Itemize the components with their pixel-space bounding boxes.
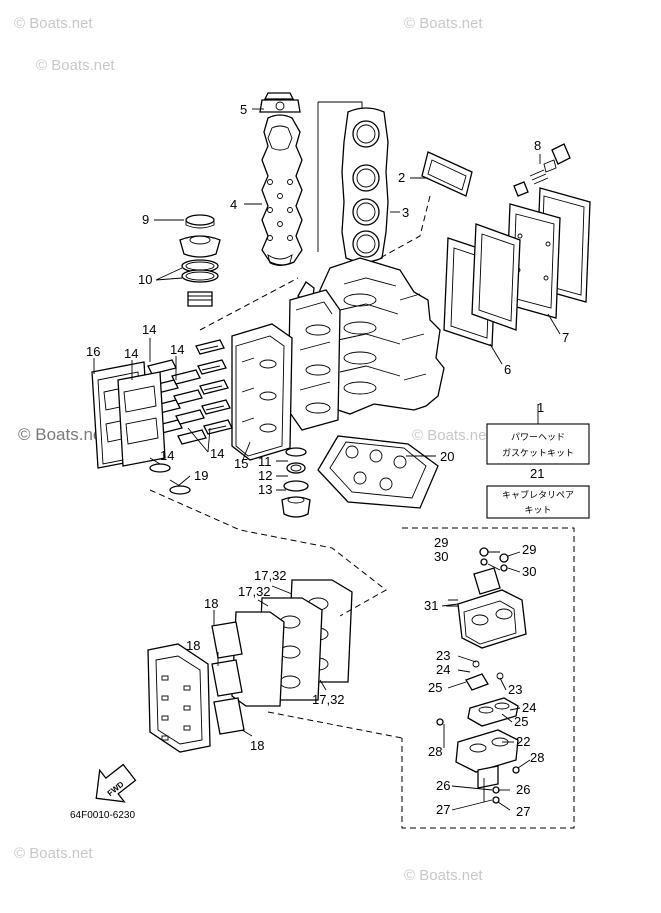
part-7-cover-plate (505, 187, 591, 319)
part-2-cover (421, 151, 473, 197)
callout-30-a: 30 (434, 549, 448, 564)
callout-25-b: 25 (514, 714, 528, 729)
callout-17-32-b: 17,32 (238, 584, 271, 599)
part-20-base-gasket (317, 435, 439, 509)
watermark-mid-right: © Boats.net (412, 427, 491, 444)
callout-17-32-c: 17,32 (312, 692, 345, 707)
part-14-reed-valves (147, 339, 233, 445)
callout-29-a: 29 (434, 535, 448, 550)
kit-21-line2: キット (524, 506, 551, 516)
callout-8: 8 (534, 138, 541, 153)
watermark-top-right: © Boats.net (404, 15, 483, 32)
watermark-upper-left: © Boats.net (36, 57, 115, 74)
part-15-crankcase (231, 323, 293, 461)
callout-10: 10 (138, 272, 152, 287)
callout-24-a: 24 (436, 662, 450, 677)
callout-26-b: 26 (516, 782, 530, 797)
kit-box-1: 1 パワーヘッド ガスケットキット (486, 400, 590, 465)
kit-21-line1: キャブレタリペア (502, 489, 574, 501)
part-17-32-carb-gaskets (231, 579, 353, 707)
callout-11: 11 (258, 454, 272, 469)
callout-28-b: 28 (530, 750, 544, 765)
callout-18-c: 18 (250, 738, 264, 753)
callout-6: 6 (504, 362, 511, 377)
callout-21: 21 (530, 466, 544, 481)
kit-1-line1: パワーヘッド (511, 432, 565, 443)
callout-12: 12 (258, 468, 272, 483)
callout-19: 19 (194, 468, 208, 483)
part-6-gasket-plate (443, 223, 521, 347)
callout-17-32-a: 17,32 (254, 568, 287, 583)
fwd-arrow: FWD (95, 763, 137, 803)
callout-31: 31 (424, 598, 438, 613)
callouts: 5 4 3 2 8 9 10 7 6 14 14 14 16 14 14 15 … (86, 102, 569, 819)
part-11-13-seals (281, 447, 311, 518)
watermark-bottom-right: © Boats.net (404, 867, 483, 884)
callout-27-b: 27 (516, 804, 530, 819)
leader-lines (93, 108, 561, 811)
callout-3: 3 (402, 205, 409, 220)
watermark-top-left: © Boats.net (14, 15, 93, 32)
callout-18-b: 18 (186, 638, 200, 653)
callout-4: 4 (230, 197, 237, 212)
callout-25-a: 25 (428, 680, 442, 695)
callout-26-a: 26 (436, 778, 450, 793)
watermarks: © Boats.net © Boats.net © Boats.net © Bo… (14, 15, 491, 884)
callout-9: 9 (142, 212, 149, 227)
callout-20: 20 (440, 449, 454, 464)
cylinder-block (287, 257, 445, 431)
part-9-10-bearing-assembly (179, 214, 221, 307)
part-19-fitting (149, 457, 191, 495)
callout-30-b: 30 (522, 564, 536, 579)
kit-box-21: 21 キャブレタリペア キット (486, 466, 590, 519)
callout-1: 1 (537, 400, 544, 415)
watermark-main: © Boats.net (18, 425, 107, 444)
watermark-bottom-left: © Boats.net (14, 845, 93, 862)
callout-2: 2 (398, 170, 405, 185)
callout-23-b: 23 (508, 682, 522, 697)
callout-24-b: 24 (522, 700, 536, 715)
callout-15: 15 (234, 456, 248, 471)
callout-22: 22 (516, 734, 530, 749)
callout-14-d: 14 (210, 446, 224, 461)
callout-13: 13 (258, 482, 272, 497)
callout-23-a: 23 (436, 648, 450, 663)
callout-14-b: 14 (124, 346, 138, 361)
callout-14-e: 14 (160, 448, 174, 463)
reference-lines (149, 101, 431, 739)
callout-5: 5 (240, 102, 247, 117)
callout-28-a: 28 (428, 744, 442, 759)
part-16-intake-gasket (91, 361, 166, 469)
callout-18-a: 18 (204, 596, 218, 611)
callout-14-a: 14 (142, 322, 156, 337)
part-18-silencer (147, 621, 245, 753)
part-3-head-gasket (341, 107, 389, 263)
callout-27-a: 27 (436, 802, 450, 817)
kit-1-line2: ガスケットキット (502, 448, 574, 459)
part-5-cap (259, 92, 301, 113)
drawing-code: 64F0010-6230 (70, 810, 135, 821)
callout-14-c: 14 (170, 342, 184, 357)
carburetor-group (401, 527, 575, 829)
callout-7: 7 (562, 330, 569, 345)
part-8-fitting (513, 143, 571, 197)
callout-29-b: 29 (522, 542, 536, 557)
callout-16: 16 (86, 344, 100, 359)
part-4-exhaust-cover (261, 114, 303, 266)
